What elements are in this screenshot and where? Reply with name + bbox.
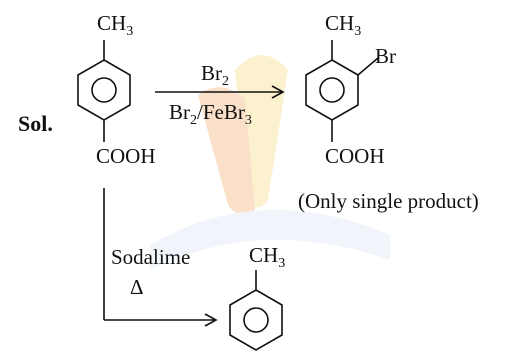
reaction-2: Sodalime Δ	[103, 188, 218, 327]
product-2-methyl-main: CH	[249, 243, 278, 267]
product-1-note: (Only single product)	[298, 189, 479, 213]
reactant-methyl-label: CH3	[97, 11, 133, 39]
solution-label: Sol.	[18, 111, 53, 136]
reaction-1-reagent-bottom-part2: /FeBr	[197, 100, 245, 124]
reaction-1-reagent-bottom-part1: Br	[169, 100, 190, 124]
product-1-molecule: CH3 Br COOH (Only single product)	[298, 11, 479, 213]
product-1-bromo-label: Br	[375, 44, 396, 68]
reaction-2-heat-symbol: Δ	[130, 275, 144, 299]
reactant-aromatic-circle	[91, 77, 117, 103]
product-1-benzene-ring	[305, 59, 359, 121]
reaction-1-reagent-bottom-sub1: 2	[190, 113, 197, 128]
product-2-aromatic-circle	[243, 307, 269, 333]
product-1-methyl-main: CH	[325, 11, 354, 35]
reaction-1-reagent-top: Br2	[201, 61, 229, 89]
product-1-aromatic-circle	[319, 77, 345, 103]
product-2-methyl-sub: 3	[278, 256, 285, 271]
reactant-benzene-ring	[77, 59, 131, 121]
reaction-1: Br2 Br2/FeBr3	[155, 61, 285, 128]
reaction-1-arrow-head	[271, 85, 285, 99]
reactant-carboxyl-label: COOH	[96, 144, 156, 168]
reaction-1-reagent-bottom-sub2: 3	[245, 113, 252, 128]
reactant-methyl-main: CH	[97, 11, 126, 35]
watermark-logo	[150, 55, 390, 270]
product-1-bromo-bond	[357, 57, 379, 76]
reactant-methyl-sub: 3	[126, 24, 133, 39]
product-1-carboxyl-label: COOH	[325, 144, 385, 168]
reaction-1-reagent-top-sub: 2	[222, 74, 229, 89]
product-2-methyl-label: CH3	[249, 243, 285, 271]
product-1-methyl-label: CH3	[325, 11, 361, 39]
reactant-molecule: CH3 COOH	[77, 11, 156, 168]
reaction-1-reagent-bottom: Br2/FeBr3	[169, 100, 252, 128]
product-1-methyl-sub: 3	[354, 24, 361, 39]
reaction-2-arrow-head	[204, 313, 218, 327]
reaction-1-reagent-top-main: Br	[201, 61, 222, 85]
product-2-molecule: CH3	[229, 243, 285, 351]
product-2-benzene-ring	[229, 289, 283, 351]
reaction-2-reagent: Sodalime	[111, 245, 190, 269]
